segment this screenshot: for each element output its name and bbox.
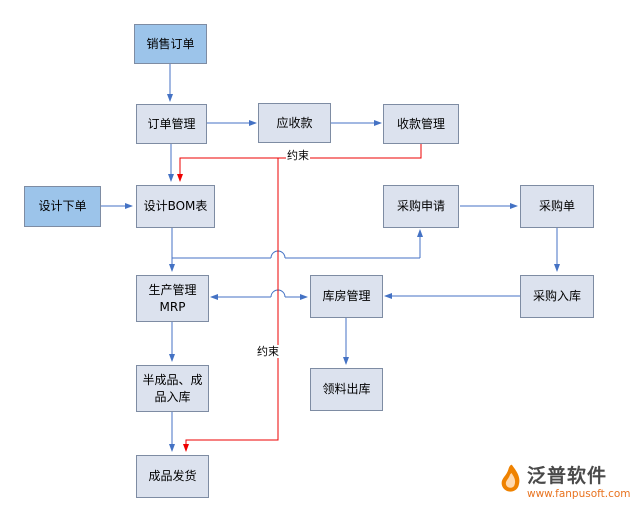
node-production-mrp: 生产管理 MRP [136, 275, 209, 322]
vendor-logo: 泛普软件 www.fanpusoft.com [500, 464, 631, 501]
node-order-management: 订单管理 [136, 104, 207, 144]
constraint-label-bottom: 约束 [256, 345, 280, 358]
node-sales-order: 销售订单 [134, 24, 207, 64]
node-warehouse-management: 库房管理 [310, 275, 383, 318]
node-receivables: 应收款 [258, 103, 331, 143]
vendor-name: 泛普软件 [527, 465, 608, 487]
node-semi-finished-inbound: 半成品、成品入库 [136, 365, 209, 412]
node-purchase-inbound: 采购入库 [520, 275, 594, 318]
flame-icon [501, 464, 520, 492]
node-purchase-order: 采购单 [520, 185, 594, 228]
node-purchase-request: 采购申请 [383, 185, 459, 228]
node-finished-delivery: 成品发货 [136, 455, 209, 498]
node-design-order: 设计下单 [24, 186, 101, 227]
vendor-url[interactable]: www.fanpusoft.com [527, 488, 631, 500]
node-collection-management: 收款管理 [383, 104, 459, 144]
node-design-bom: 设计BOM表 [136, 185, 215, 228]
constraint-label-top: 约束 [286, 149, 310, 162]
node-material-outbound: 领料出库 [310, 368, 383, 411]
